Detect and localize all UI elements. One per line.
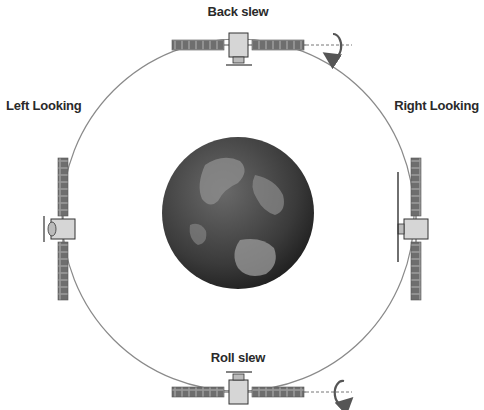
view-label: Roll slew bbox=[211, 350, 266, 365]
earth bbox=[162, 137, 314, 289]
satellite-top bbox=[172, 33, 352, 65]
orbit-circle bbox=[62, 39, 414, 391]
view-label: Left Looking bbox=[6, 98, 82, 113]
view-label: Back slew bbox=[207, 4, 268, 19]
view-label: Right Looking bbox=[394, 98, 479, 113]
satellite-right bbox=[398, 158, 428, 300]
satellite-bottom bbox=[172, 372, 352, 405]
satellite-left bbox=[44, 158, 75, 300]
